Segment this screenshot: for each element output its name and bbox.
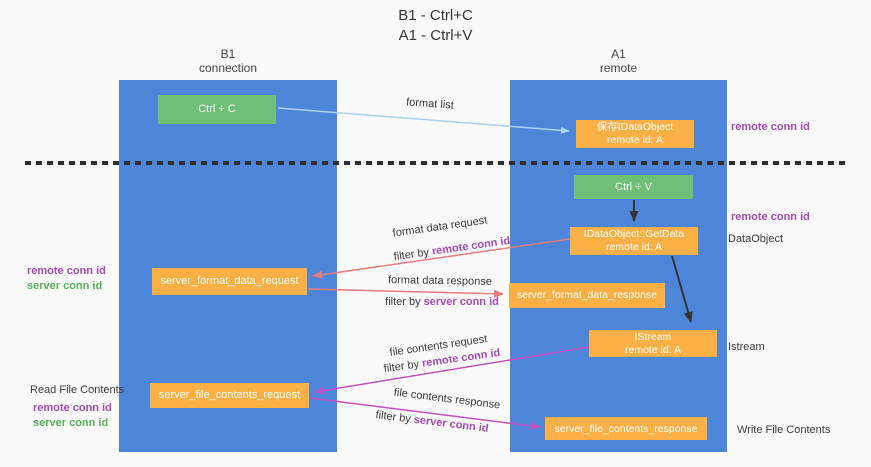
file-contents-response-label: file contents response: [393, 386, 501, 412]
filter-by-text: filter by: [383, 357, 423, 376]
dataobject-side-label: DataObject: [728, 233, 784, 245]
format-list-label: format list: [405, 96, 455, 112]
right-remote-conn-id-top: remote conn id: [731, 121, 810, 133]
read-file-contents-label: Read File Contents: [30, 384, 125, 396]
file-contents-response-filter: filter by server conn id: [362, 408, 502, 437]
lane-header-a1: A1 remote: [510, 47, 727, 75]
server-format-data-response-node: server_format_data_response: [509, 283, 665, 308]
idataobject-getdata-node: IDataObject::GetData remote id: A: [570, 227, 698, 255]
server-format-data-response-label: server_format_data_response: [516, 289, 658, 301]
lane-a1-name: A1: [611, 47, 626, 61]
istream-line2: remote id: A: [624, 343, 682, 356]
getdata-line2: remote id: A: [605, 241, 663, 253]
filter-by-text: filter by: [374, 409, 415, 426]
server-file-contents-response-node: server_file_contents_response: [545, 417, 707, 440]
lane-header-b1: B1 connection: [119, 47, 337, 75]
save-idataobject-line1: 保存IDataObject: [596, 121, 674, 133]
format-data-response-arrow: [307, 288, 504, 298]
left-mid-remote-conn-id: remote conn id: [27, 265, 106, 277]
lane-a1-role: remote: [599, 61, 638, 75]
title-line-1: B1 - Ctrl+C: [398, 7, 473, 24]
server-conn-id-text: server conn id: [413, 413, 490, 435]
format-data-response-filter: filter by server conn id: [372, 296, 512, 308]
lane-b1-name: B1: [220, 47, 236, 61]
left-bottom-server-conn-id: server conn id: [33, 417, 109, 429]
getdata-line1: IDataObject::GetData: [583, 228, 685, 240]
format-data-response-label: format data response: [387, 274, 493, 288]
save-idataobject-node: 保存IDataObject remote id: A: [576, 120, 694, 148]
istream-line1: IStream: [634, 330, 672, 343]
left-mid-server-conn-id: server conn id: [27, 280, 103, 292]
ctrl-c-node: Ctrl + C: [158, 95, 276, 124]
server-format-data-request-label: server_format_data_request: [160, 275, 299, 287]
server-file-contents-response-label: server_file_contents_response: [554, 422, 698, 435]
diagram-title: B1 - Ctrl+C A1 - Ctrl+V: [0, 6, 871, 46]
filter-by-text: filter by: [385, 296, 424, 308]
ctrl-v-node: Ctrl + V: [574, 175, 693, 199]
right-remote-conn-id-mid: remote conn id: [731, 211, 810, 223]
istream-side-label: Istream: [728, 341, 765, 353]
left-bottom-remote-conn-id: remote conn id: [33, 402, 112, 414]
server-file-contents-request-node: server_file_contents_request: [150, 383, 309, 408]
istream-node: IStream remote id: A: [589, 330, 717, 357]
copy-paste-divider-line: [25, 161, 848, 165]
ctrl-c-label: Ctrl + C: [198, 103, 236, 115]
lane-b1-role: connection: [198, 61, 258, 75]
write-file-contents-label: Write File Contents: [737, 424, 831, 436]
server-format-data-request-node: server_format_data_request: [152, 268, 307, 295]
ctrl-v-label: Ctrl + V: [615, 180, 652, 193]
title-line-2: A1 - Ctrl+V: [398, 27, 473, 44]
filter-by-text: filter by: [393, 245, 433, 264]
save-idataobject-line2: remote id: A: [606, 134, 664, 146]
server-file-contents-request-label: server_file_contents_request: [158, 389, 301, 401]
server-conn-id-text: server conn id: [423, 296, 499, 308]
remote-conn-id-text: remote conn id: [431, 234, 511, 258]
